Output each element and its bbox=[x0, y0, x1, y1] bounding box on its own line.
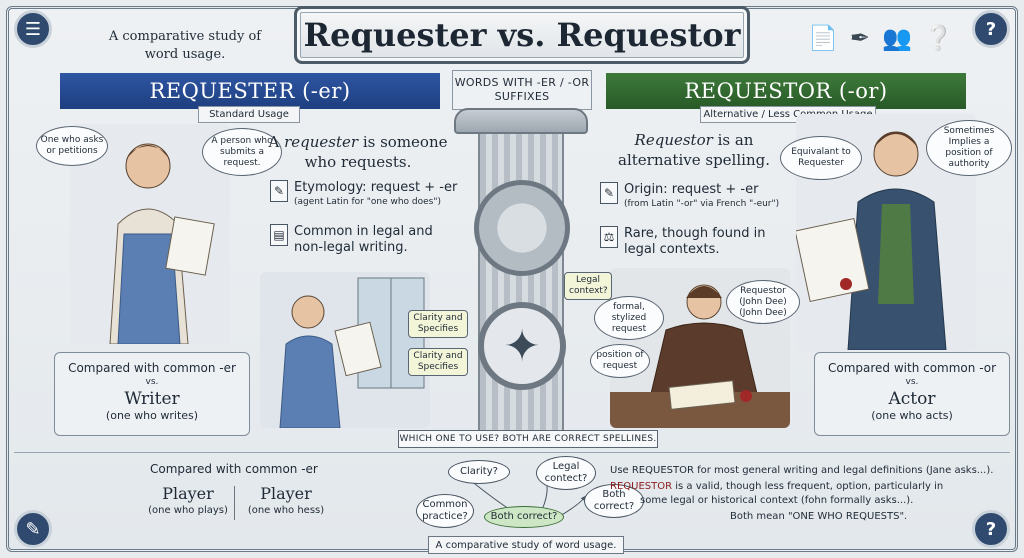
standard-usage-label: Standard Usage bbox=[198, 106, 300, 123]
section-divider bbox=[14, 452, 1010, 453]
node-both-correct-center: Both correct? bbox=[484, 506, 564, 528]
requestor-origin: ✎ Origin: request + -er (from Latin "-or… bbox=[600, 182, 790, 210]
note-line-4: Both mean "ONE WHO REQUESTS". bbox=[730, 511, 908, 522]
which-one-banner: WHICH ONE TO USE? BOTH ARE CORRECT SPELL… bbox=[398, 430, 658, 448]
usage-text: Common in legal and non-legal writing. bbox=[294, 224, 433, 255]
bubble-person-submits: A person who submits a request. bbox=[202, 128, 282, 176]
document-icon: 📄 bbox=[808, 24, 838, 52]
definition-term: requester bbox=[284, 133, 359, 151]
origin-note: (from Latin "-or" via French "-eur") bbox=[624, 199, 780, 209]
origin-text: Origin: request + -er bbox=[624, 182, 759, 197]
scales-icon: ⚖ bbox=[600, 226, 618, 248]
node-clarity: Clarity? bbox=[448, 460, 510, 484]
note-line-2-rest: is a valid, though less frequent, option… bbox=[672, 481, 944, 492]
clarity-tag-2: Clarity and Specifies bbox=[408, 348, 468, 376]
requester-usage: ▤ Common in legal and non-legal writing. bbox=[270, 224, 460, 256]
definition-suffix-right: is an alternative spelling. bbox=[618, 131, 770, 169]
bubble-asks-petitions: One who asks or petitions bbox=[36, 126, 108, 166]
pillar-illustration bbox=[478, 112, 564, 442]
bottom-compare-title: Compared with common -er bbox=[150, 462, 318, 476]
woman-figure-illustration bbox=[70, 124, 230, 344]
astrolabe-illustration bbox=[474, 180, 570, 276]
etymology-note: (agent Latin for "one who does") bbox=[294, 197, 442, 207]
top-icons: 📄 ✒ 👥 ❔ bbox=[808, 24, 954, 52]
player-word-1: Player bbox=[162, 484, 214, 503]
footer-caption: A comparative study of word usage. bbox=[428, 536, 624, 554]
edit-icon: ✎ bbox=[14, 510, 52, 548]
bubble-authority: Sometimes Implies a position of authorit… bbox=[926, 120, 1012, 176]
definition-suffix: is someone who requests. bbox=[304, 133, 448, 171]
player-divider bbox=[234, 486, 235, 520]
requestor-usage: ⚖ Rare, though found in legal contexts. bbox=[600, 226, 790, 258]
etymology-text: Etymology: request + -er bbox=[294, 180, 458, 195]
document-icon: ☰ bbox=[14, 10, 52, 48]
definition-prefix: A bbox=[268, 133, 285, 151]
compare-er-label: Compared with common -er bbox=[68, 361, 236, 375]
woman-reading-illustration bbox=[260, 272, 430, 428]
requester-banner: REQUESTER (-er) bbox=[60, 73, 440, 109]
compare-or-vs: vs. bbox=[905, 377, 919, 387]
requester-etymology: ✎ Etymology: request + -er (agent Latin … bbox=[270, 180, 460, 208]
note-line-3: some legal or historical context (fohn f… bbox=[640, 495, 914, 506]
bubble-equivalent: Equivalant to Requester bbox=[780, 136, 862, 180]
clarity-tag-1: Clarity and Specifies bbox=[408, 310, 468, 338]
page-title: Requester vs. Requestor bbox=[303, 16, 741, 54]
compare-or-word: Actor bbox=[888, 389, 936, 409]
requestor-definition: Requestor is an alternative spelling. bbox=[606, 130, 782, 170]
question-check-icon: ❔ bbox=[923, 24, 954, 52]
quill-icon-right: ✎ bbox=[600, 182, 618, 204]
man-figure-illustration bbox=[796, 114, 976, 350]
tagline: A comparative study of word usage. bbox=[108, 29, 262, 62]
title-box: Requester vs. Requestor bbox=[294, 6, 750, 64]
player-meaning-1: (one who plays) bbox=[148, 505, 228, 516]
player-meaning-2: (one who hess) bbox=[247, 505, 325, 516]
compare-or-meaning: (one who acts) bbox=[871, 409, 953, 422]
compass-icon: ✦ bbox=[478, 302, 566, 390]
node-common-practice: Common practice? bbox=[416, 494, 474, 528]
compare-box-er: Compared with common -er vs. Writer (one… bbox=[54, 352, 250, 436]
compare-or-label: Compared with common -or bbox=[827, 361, 997, 375]
question-icon: ? bbox=[972, 10, 1010, 48]
requestor-banner: REQUESTOR (-or) bbox=[606, 73, 966, 109]
definition-term-right: Requestor bbox=[634, 131, 713, 149]
people-icon: 👥 bbox=[882, 24, 912, 52]
requester-definition: A requester is someone who requests. bbox=[268, 132, 448, 172]
bubble-position: position of request bbox=[590, 344, 650, 378]
player-example-1: Player (one who plays) bbox=[144, 484, 232, 516]
question-icon-bottom: ? bbox=[972, 510, 1010, 548]
note-term: REQUESTOR bbox=[610, 481, 673, 492]
bubble-john-dee: Requestor (John Dee) (John Dee) bbox=[726, 280, 800, 324]
pillar-capital bbox=[454, 108, 588, 134]
compare-er-meaning: (one who writes) bbox=[105, 409, 199, 422]
legal-context-tag: Legal context? bbox=[564, 272, 612, 300]
node-both-correct: Both correct? bbox=[584, 484, 644, 518]
note-line-2: REQUESTOR is a valid, though less freque… bbox=[610, 480, 1010, 493]
compare-er-word: Writer bbox=[124, 389, 180, 409]
quill-icon: ✎ bbox=[270, 180, 288, 202]
quill-icon: ✒ bbox=[849, 24, 870, 52]
pillar-label: WORDS WITH -ER / -OR SUFFIXES bbox=[452, 70, 592, 110]
usage-text-right: Rare, though found in legal contexts. bbox=[624, 226, 766, 257]
compare-box-or: Compared with common -or vs. Actor (one … bbox=[814, 352, 1010, 436]
note-line-1: Use REQUESTOR for most general writing a… bbox=[610, 465, 994, 476]
node-legal: Legal contect? bbox=[536, 456, 596, 490]
bubble-formal: formal, stylized request bbox=[594, 296, 664, 340]
scroll-icon: ▤ bbox=[270, 224, 288, 246]
compare-er-vs: vs. bbox=[145, 377, 159, 387]
player-word-2: Player bbox=[260, 484, 312, 503]
player-example-2: Player (one who hess) bbox=[240, 484, 332, 516]
